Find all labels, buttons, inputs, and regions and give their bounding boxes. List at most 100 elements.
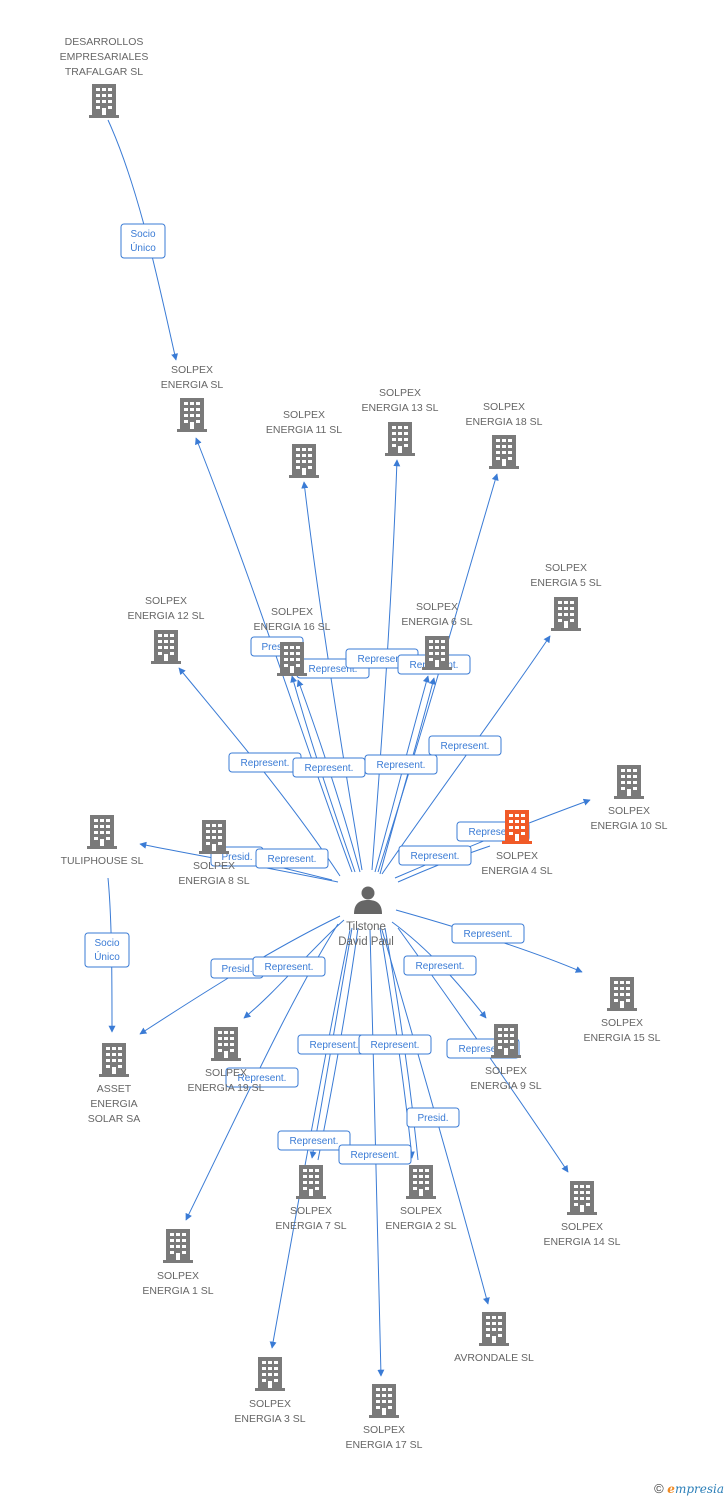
edge-label-represent[interactable]: Represent. xyxy=(428,735,502,756)
company-node-e1[interactable]: SOLPEX ENERGIA 1 SL xyxy=(142,1229,214,1297)
empresia-logo[interactable]: empresia xyxy=(667,1482,724,1496)
edge-label-text: Represent. xyxy=(469,827,518,838)
company-label-line: SOLPEX xyxy=(561,1221,603,1233)
building-icon xyxy=(406,1165,436,1199)
building-icon xyxy=(567,1181,597,1215)
edge-label-text: Presid. xyxy=(221,964,252,975)
company-node-e12[interactable]: SOLPEX ENERGIA 12 SL xyxy=(127,595,205,664)
company-label-line: SOLPEX xyxy=(400,1205,442,1217)
building-icon xyxy=(607,977,637,1011)
edge-label-text: Represent. xyxy=(238,1073,287,1084)
building-icon xyxy=(99,1043,129,1077)
building-icon xyxy=(277,642,307,676)
company-label-line: SOLPEX xyxy=(249,1398,291,1410)
company-label-line: TULIPHOUSE SL xyxy=(61,855,144,867)
empresia-logo-rest: mpresia xyxy=(674,1482,724,1496)
edge-label-represent[interactable]: Represent. xyxy=(398,845,472,866)
company-label-line: ENERGIA 8 SL xyxy=(178,875,249,887)
building-icon xyxy=(489,435,519,469)
edge-label-box xyxy=(338,1144,412,1165)
company-label-line: SOLPEX xyxy=(145,595,187,607)
company-label-line: SOLPEX xyxy=(171,364,213,376)
company-label-line: ENERGIA 18 SL xyxy=(465,416,542,428)
edge-label-text: Represent. xyxy=(358,654,407,665)
company-label-line: SOLPEX xyxy=(496,850,538,862)
building-icon xyxy=(502,810,532,844)
company-label-line: DESARROLLOS xyxy=(65,36,144,48)
building-icon xyxy=(163,1229,193,1263)
edge-label-presid[interactable]: Presid. xyxy=(406,1107,460,1128)
building-icon xyxy=(211,1027,241,1061)
company-node-e2[interactable]: SOLPEX ENERGIA 2 SL xyxy=(385,1165,457,1232)
edge-label-text: Represent. xyxy=(351,1150,400,1161)
company-label-line: ENERGIA 7 SL xyxy=(275,1220,346,1232)
company-label-line: ENERGIA 12 SL xyxy=(127,610,204,622)
edge-label-text: Represent. xyxy=(441,741,490,752)
building-icon xyxy=(177,398,207,432)
building-icon xyxy=(151,630,181,664)
edge-label-represent[interactable]: Represent. xyxy=(292,757,366,778)
edge-label-represent[interactable]: Represent. xyxy=(338,1144,412,1165)
company-label-line: SOLPEX xyxy=(157,1270,199,1282)
edge-label-text: Represent. xyxy=(309,664,358,675)
company-label-line: ENERGIA xyxy=(90,1098,137,1110)
edge-label-box xyxy=(364,754,438,775)
company-node-avrondale[interactable]: AVRONDALE SL xyxy=(454,1312,534,1364)
edge-label-represent[interactable]: Represent. xyxy=(228,752,302,773)
edge-label-represent[interactable]: Represent. xyxy=(451,923,525,944)
edge-label-text: Único xyxy=(94,950,120,963)
company-label-line: SOLAR SA xyxy=(88,1113,141,1125)
edge-label-represent[interactable]: Represent. xyxy=(364,754,438,775)
edge-label-text: Represent. xyxy=(371,1040,420,1051)
company-label-line: ENERGIA 1 SL xyxy=(142,1285,213,1297)
edge-label-box xyxy=(398,845,472,866)
edge-label-box xyxy=(428,735,502,756)
company-node-tuliphouse[interactable]: TULIPHOUSE SL xyxy=(61,815,144,867)
edge-label-text: Represent. xyxy=(464,929,513,940)
edge-label-represent[interactable]: Represent. xyxy=(255,848,329,869)
edge-label-text: Represent. xyxy=(459,1044,508,1055)
building-icon xyxy=(491,1024,521,1058)
company-label-line: ENERGIA 15 SL xyxy=(583,1032,660,1044)
empresia-logo-e: e xyxy=(667,1482,675,1496)
building-icon xyxy=(296,1165,326,1199)
copyright-symbol: © xyxy=(654,1481,664,1496)
company-label-line: SOLPEX xyxy=(283,409,325,421)
person-node[interactable]: Tilstone David Paul xyxy=(338,886,394,949)
edge-label-represent[interactable]: Represent. xyxy=(225,1067,299,1088)
edge-label-represent[interactable]: Represent. xyxy=(358,1034,432,1055)
company-label-line: ENERGIA 2 SL xyxy=(385,1220,456,1232)
building-icon xyxy=(614,765,644,799)
edge-label-box xyxy=(255,848,329,869)
company-node-e11[interactable]: SOLPEX ENERGIA 11 SL xyxy=(266,409,342,478)
edge-labels: SocioÚnicoSocioÚnicoPresid.Represent.Rep… xyxy=(84,223,530,1165)
person-icon xyxy=(354,886,382,914)
company-label-line: ENERGIA 11 SL xyxy=(266,424,342,436)
edge-label-represent[interactable]: Represent. xyxy=(403,955,477,976)
edge-label-represent[interactable]: Represent. xyxy=(252,956,326,977)
edge-label-represent[interactable]: Represent. xyxy=(277,1130,351,1151)
edge-label-text: Represent. xyxy=(310,1040,359,1051)
company-label-line: SOLPEX xyxy=(608,805,650,817)
